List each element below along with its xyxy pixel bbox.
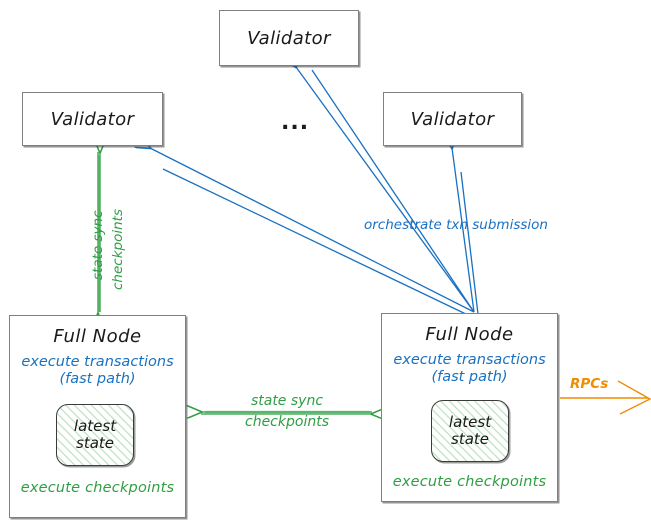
full-node-left-fastpath-line2: (fast path) <box>59 371 136 388</box>
validator-right-label: Validator <box>410 108 495 130</box>
label-rpcs: RPCs <box>570 376 609 392</box>
full-node-left-title: Full Node <box>53 326 142 347</box>
full-node-left-fastpath: execute transactions (fast path) <box>10 354 185 388</box>
full-node-right-box[interactable]: Full Node execute transactions (fast pat… <box>381 313 558 502</box>
latest-state-left-line1: latest <box>73 417 117 436</box>
full-node-right-fastpath: execute transactions (fast path) <box>382 352 557 386</box>
full-node-right-fastpath-line2: (fast path) <box>431 369 508 386</box>
latest-state-box-left[interactable]: latest state <box>56 404 134 466</box>
latest-state-box-right[interactable]: latest state <box>431 400 509 462</box>
full-node-right-fastpath-line1: execute transactions <box>393 352 546 368</box>
full-node-left-footer: execute checkpoints <box>20 480 175 496</box>
latest-state-right-line1: latest <box>448 413 492 432</box>
label-state-sync-middle: state sync <box>250 393 324 409</box>
label-checkpoints-vertical: checkpoints <box>110 209 126 290</box>
label-orchestrate-txn-submission: orchestrate txn submission <box>364 217 548 233</box>
full-node-right-footer: execute checkpoints <box>392 474 547 490</box>
validators-ellipsis: ... <box>281 110 310 135</box>
label-checkpoints-middle: checkpoints <box>245 414 329 430</box>
full-node-right-title: Full Node <box>425 324 514 345</box>
validator-left-label: Validator <box>50 108 135 130</box>
full-node-left-box[interactable]: Full Node execute transactions (fast pat… <box>9 315 186 518</box>
validator-top-label: Validator <box>247 27 331 49</box>
validator-top-box[interactable]: Validator <box>219 10 359 66</box>
validator-left-box[interactable]: Validator <box>22 92 163 146</box>
validator-right-box[interactable]: Validator <box>383 92 522 146</box>
full-node-left-fastpath-line1: execute transactions <box>21 354 174 370</box>
latest-state-right-line2: state <box>451 430 489 448</box>
latest-state-left-line2: state <box>76 434 114 452</box>
label-state-sync-vertical: state sync <box>90 210 106 281</box>
